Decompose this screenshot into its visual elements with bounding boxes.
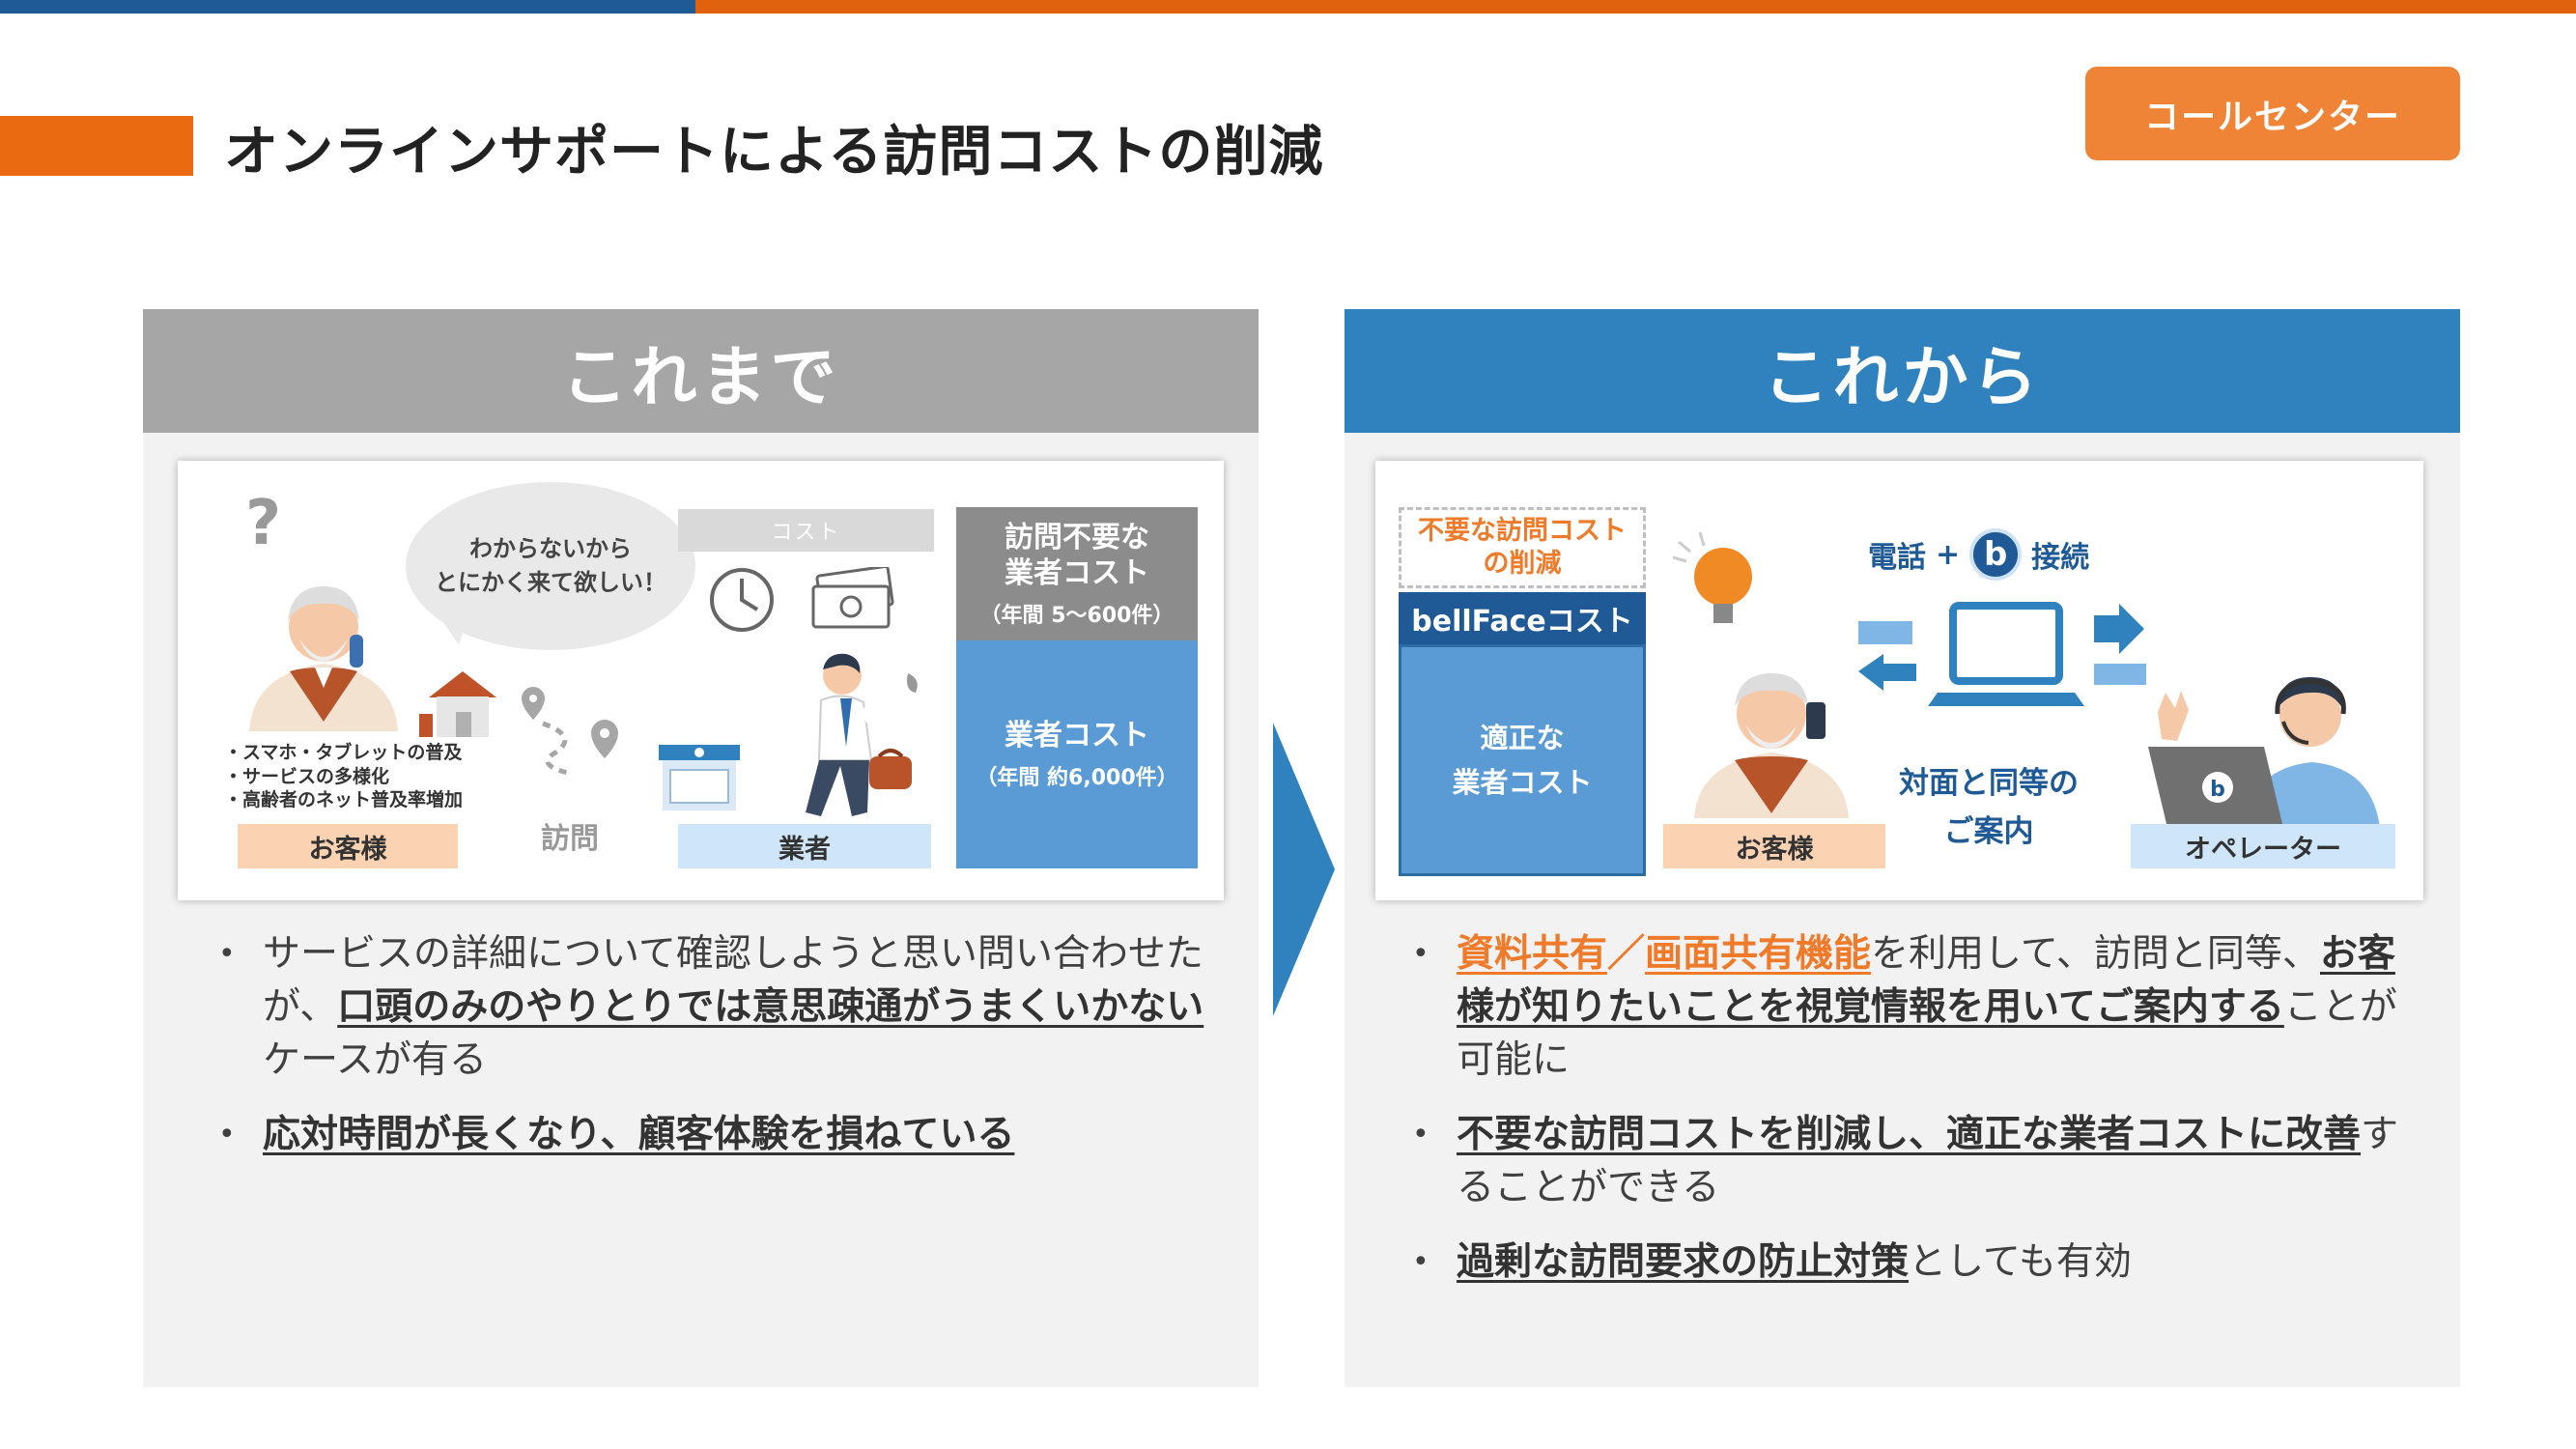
vendor-cost-box: 業者コスト （年間 約6,000件） bbox=[956, 640, 1198, 868]
money-icon bbox=[811, 567, 894, 629]
bullet-emphasis: 口頭のみのやりとりでは意思疎通がうまくいかない bbox=[337, 985, 1204, 1029]
title-accent-bar bbox=[0, 116, 193, 176]
note-item: ・スマホ・タブレットの普及 bbox=[224, 742, 463, 763]
after-panel: これから 不要な訪問コスト の削減 bellFaceコスト 適正な 業者コスト … bbox=[1345, 309, 2460, 1387]
visit-box-line-1: 訪問不要な bbox=[1005, 520, 1149, 554]
before-panel: これまで ? わからないから とにかく来て欲しい！ ・スマホ・タブレットの普及 bbox=[143, 309, 1259, 1387]
before-bullet-list: サービスの詳細について確認しようと思い問い合わせたが、口頭のみのやりとりでは意思… bbox=[218, 927, 1213, 1182]
note-item: ・サービスの多様化 bbox=[224, 765, 390, 787]
house-icon bbox=[419, 671, 496, 737]
bellface-logo-icon: b bbox=[1969, 528, 2023, 581]
operator-icon: b bbox=[2148, 677, 2380, 828]
after-heading: これから bbox=[1345, 309, 2460, 433]
laptop-icon bbox=[1858, 602, 2146, 706]
unneeded-line-2: の削減 bbox=[1483, 549, 1562, 579]
bullet-text: を利用して、訪問と同等、 bbox=[1871, 932, 2320, 976]
bullet-text: ことが可能に bbox=[1457, 985, 2397, 1082]
vendor-box-line-1: 業者コスト bbox=[1005, 719, 1149, 753]
question-mark: ? bbox=[245, 488, 282, 559]
bullet-highlight: 資料共有 bbox=[1457, 932, 1608, 976]
bullet-emphasis: 不要な訪問コストを削減し、適正な業者コストに改善 bbox=[1457, 1113, 2362, 1156]
visit-box-line-2: 業者コスト bbox=[1005, 556, 1149, 590]
after-bullet-list: 資料共有／画面共有機能を利用して、訪問と同等、お客様が知りたいことを視覚情報を用… bbox=[1412, 927, 2426, 1310]
vendor-box-sub: （年間 約6,000件） bbox=[976, 765, 1178, 790]
bubble-line-1: わからないから bbox=[469, 535, 632, 563]
customer-label: お客様 bbox=[1663, 824, 1885, 868]
transition-arrow-icon bbox=[1273, 723, 1335, 1016]
bullet-text: することができる bbox=[1457, 1113, 2399, 1209]
bellface-cost-label: bellFaceコスト bbox=[1399, 592, 1646, 644]
svg-text:b: b bbox=[2210, 778, 2225, 802]
bullet-emphasis: お客様が知りたいことを視覚情報を用いてご案内する bbox=[1457, 932, 2395, 1029]
bullet-item: サービスの詳細について確認しようと思い問い合わせたが、口頭のみのやりとりでは意思… bbox=[218, 927, 1213, 1087]
speech-bubble: わからないから とにかく来て欲しい！ bbox=[406, 482, 695, 650]
visit-box-sub: （年間 5〜600件） bbox=[979, 603, 1175, 628]
shop-icon bbox=[659, 745, 740, 810]
bullet-item: 資料共有／画面共有機能を利用して、訪問と同等、お客様が知りたいことを視覚情報を用… bbox=[1412, 927, 2426, 1087]
clock-icon bbox=[710, 568, 774, 632]
vendor-label: 業者 bbox=[678, 824, 931, 868]
bullet-item: 不要な訪問コストを削減し、適正な業者コストに改善することができる bbox=[1412, 1108, 2426, 1214]
unneeded-visit-cost-box: 訪問不要な 業者コスト （年間 5〜600件） bbox=[956, 507, 1198, 640]
proper-line-1: 適正な bbox=[1480, 721, 1565, 754]
light-bulb-icon bbox=[1672, 531, 1752, 623]
bullet-emphasis: 過剰な訪問要求の防止対策 bbox=[1457, 1240, 1910, 1284]
proper-vendor-cost-box: 適正な 業者コスト bbox=[1399, 644, 1646, 876]
bullet-emphasis: 応対時間が長くなり、顧客体験を損ねている bbox=[263, 1113, 1015, 1156]
page-title: オンラインサポートによる訪問コストの削減 bbox=[224, 121, 1324, 184]
top-bar-orange bbox=[695, 0, 2576, 14]
proper-line-2: 業者コスト bbox=[1452, 766, 1593, 799]
in-person-guidance-text: 対面と同等の ご案内 bbox=[1878, 760, 2100, 856]
reduced-visit-cost-box: 不要な訪問コスト の削減 bbox=[1399, 507, 1646, 588]
note-item: ・高齢者のネット普及率増加 bbox=[224, 789, 464, 811]
cost-label: コスト bbox=[678, 509, 934, 552]
top-bar-blue bbox=[0, 0, 710, 14]
guide-line-1: 対面と同等の bbox=[1899, 766, 2079, 801]
plus-label: + bbox=[1936, 537, 1961, 572]
bullet-item: 過剰な訪問要求の防止対策としても有効 bbox=[1412, 1236, 2426, 1289]
connect-label: 接続 bbox=[2031, 541, 2090, 575]
call-center-badge: コールセンター bbox=[2085, 67, 2460, 160]
phone-connection: 電話 + b 接続 bbox=[1868, 528, 2089, 581]
vendor-worker-icon bbox=[806, 653, 918, 816]
customer-label: お客様 bbox=[238, 824, 458, 868]
after-illustration: 不要な訪問コスト の削減 bellFaceコスト 適正な 業者コスト お客様 電… bbox=[1375, 461, 2423, 900]
bullet-text: としても有効 bbox=[1909, 1240, 2132, 1284]
route-icon bbox=[522, 687, 618, 777]
before-illustration: ? わからないから とにかく来て欲しい！ ・スマホ・タブレットの普及 ・サービス… bbox=[178, 461, 1224, 900]
bullet-highlight: ／ bbox=[1607, 932, 1646, 976]
bullet-text: ケースが有る bbox=[263, 1038, 488, 1082]
bullet-text: サービスの詳細について確認しようと思い問い合わせたが、 bbox=[263, 932, 1203, 1029]
bubble-line-2: とにかく来て欲しい！ bbox=[435, 569, 666, 596]
bullet-item: 応対時間が長くなり、顧客体験を損ねている bbox=[218, 1108, 1213, 1161]
before-heading: これまで bbox=[143, 309, 1259, 433]
customer-with-phone-icon bbox=[1694, 673, 1849, 818]
phone-label: 電話 bbox=[1868, 541, 1926, 575]
guide-line-2: ご案内 bbox=[1943, 813, 2034, 849]
bullet-highlight: 画面共有機能 bbox=[1645, 932, 1872, 976]
operator-label: オペレーター bbox=[2131, 824, 2395, 868]
trend-notes: ・スマホ・タブレットの普及 ・サービスの多様化 ・高齢者のネット普及率増加 bbox=[224, 741, 463, 812]
unneeded-line-1: 不要な訪問コスト bbox=[1418, 516, 1627, 547]
elderly-customer-icon bbox=[249, 586, 398, 731]
visit-label: 訪問 bbox=[541, 822, 599, 856]
